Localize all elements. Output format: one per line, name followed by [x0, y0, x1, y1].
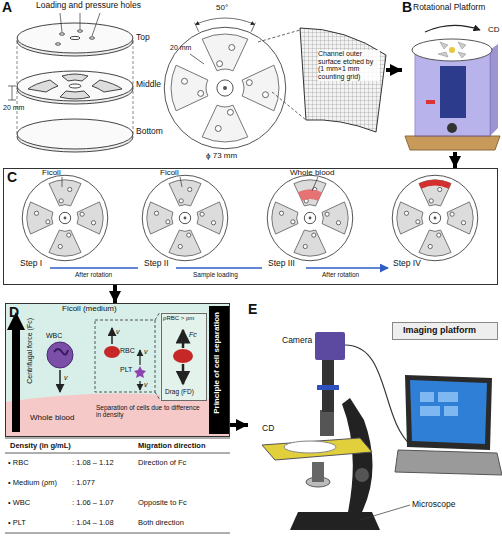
- annotation-label: • RBC: [8, 459, 29, 467]
- annotation-label: WBC: [46, 332, 62, 340]
- node-text: E: [248, 302, 257, 317]
- title-box: Imaging platform: [392, 322, 498, 340]
- flow-arrow: [453, 152, 457, 168]
- annotation-label: Camera: [282, 336, 312, 345]
- chip-plan-view: [164, 18, 386, 149]
- annotation-label: Ficoll (medium): [62, 305, 117, 314]
- annotation-label: • WBC: [8, 499, 30, 507]
- annotation-label: : 1.077: [72, 479, 95, 487]
- annotation-label: 50°: [216, 4, 228, 13]
- annotation-label: Ficoll: [160, 169, 179, 178]
- annotation-label: v: [116, 328, 120, 336]
- annotation-label: PLT: [120, 366, 132, 374]
- annotation-label: 20 mm: [170, 44, 191, 52]
- annotation-label: Whole blood: [30, 414, 74, 423]
- annotation-label: Whole blood: [290, 169, 334, 178]
- annotation-label: • Medium (ρm): [8, 479, 57, 487]
- annotation-label: Microscope: [412, 500, 455, 509]
- annotation-label: • PLT: [8, 519, 26, 527]
- annotation-label: Centrifugal force (Fc): [26, 318, 34, 384]
- separation-illustration: [5, 303, 230, 437]
- annotation-label: Step II: [144, 259, 169, 268]
- annotation-label: Middle: [136, 80, 161, 89]
- node-text: Imaging platform: [403, 326, 476, 336]
- flow-arrow: [113, 285, 117, 303]
- annotation-label: Ficoll: [42, 169, 61, 178]
- density-table: [5, 438, 230, 533]
- annotation-label: v: [64, 374, 68, 382]
- node-text: B: [402, 0, 412, 15]
- annotation-label: Channel outer surface etched by (1 mm×1 …: [318, 50, 380, 81]
- annotation-label: Step IV: [393, 259, 421, 268]
- annotation-label: Direction of Fc: [138, 459, 186, 467]
- annotation-label: ϕ 73 mm: [206, 152, 237, 161]
- annotation-label: : 1.06 – 1.07: [72, 499, 114, 507]
- node-text: Fc: [189, 331, 197, 339]
- annotation-label: Separation of cells due to difference in…: [96, 404, 204, 418]
- annotation-label: RBC: [120, 347, 135, 355]
- annotation-label: Bottom: [136, 127, 163, 136]
- annotation-label: Step I: [20, 259, 42, 268]
- annotation-label: Sample loading: [193, 271, 238, 278]
- panel: A: [0, 0, 386, 165]
- inset-box: ρRBC > ρm FcDrag (FD): [161, 313, 207, 401]
- node-text: ρRBC > ρm: [163, 315, 194, 322]
- annotation-label: : 1.08 – 1.12: [72, 459, 114, 467]
- annotation-label: CD: [488, 26, 500, 35]
- exploded-chip-view: [8, 13, 133, 152]
- panel: B: [402, 0, 502, 152]
- annotation-label: Both direction: [138, 519, 184, 527]
- annotation-label: v: [144, 348, 148, 356]
- node-text: D: [9, 305, 19, 320]
- panel: C: [3, 168, 498, 285]
- annotation-label: v: [144, 381, 148, 389]
- principle-box: Principle of cell separation: [209, 306, 229, 434]
- annotation-label: CD: [262, 424, 274, 433]
- node-text: Drag (FD): [165, 388, 194, 395]
- procedure-steps: [22, 175, 478, 268]
- flow-arrow: [230, 423, 248, 427]
- node-text: C: [7, 170, 17, 185]
- node-text: Principle of cell separation: [213, 312, 222, 414]
- node-text: A: [2, 0, 12, 15]
- annotation-label: After rotation: [322, 271, 359, 278]
- microscope-and-laptop: [262, 332, 502, 530]
- annotation-label: Migration direction: [138, 442, 206, 450]
- annotation-label: Density (in g/mL): [10, 442, 71, 450]
- annotation-label: Rotational Platform: [413, 3, 485, 12]
- flow-arrow: [386, 68, 402, 72]
- annotation-label: Step III: [268, 259, 295, 268]
- annotation-label: Opposite to Fc: [138, 499, 187, 507]
- annotation-label: 20 mm: [3, 104, 24, 112]
- annotation-label: Loading and pressure holes: [36, 1, 148, 10]
- annotation-label: After rotation: [75, 271, 112, 278]
- rotational-platform: [405, 25, 500, 150]
- annotation-label: : 1.04 – 1.08: [72, 519, 114, 527]
- annotation-label: Top: [136, 33, 150, 42]
